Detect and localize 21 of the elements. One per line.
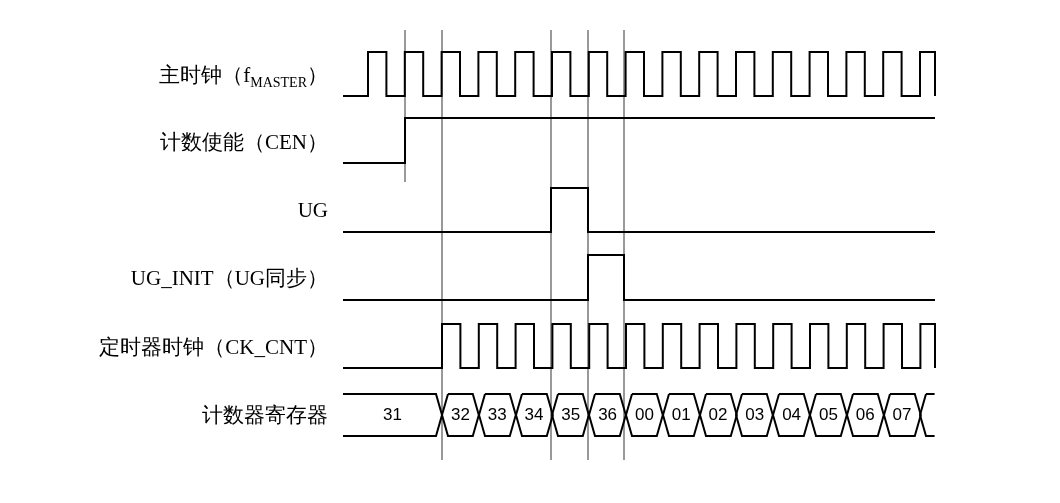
signal-name: 计数使能（CEN） [160,129,328,155]
register-value: 02 [699,393,737,437]
register-value: 35 [552,393,590,437]
register-value [920,393,935,437]
register-value: 03 [736,393,774,437]
register-value: 07 [883,393,921,437]
register-value: 31 [343,393,442,437]
register-value: 01 [662,393,700,437]
signal-name: UG [297,197,328,223]
register-value: 33 [478,393,516,437]
register-value: 32 [442,393,479,437]
register-value: 05 [810,393,847,437]
signal-name: 计数器寄存器 [202,402,328,428]
register-value: 34 [515,393,553,437]
signal-name: UG_INIT（UG同步） [130,265,328,291]
register-value: 00 [626,393,663,437]
register-value: 04 [773,393,810,437]
signal-name: 定时器时钟（CK_CNT） [99,334,328,360]
register-value: 06 [846,393,884,437]
register-value: 36 [589,393,626,437]
signal-name: 主时钟（f$_{MASTER}$） [159,62,328,92]
